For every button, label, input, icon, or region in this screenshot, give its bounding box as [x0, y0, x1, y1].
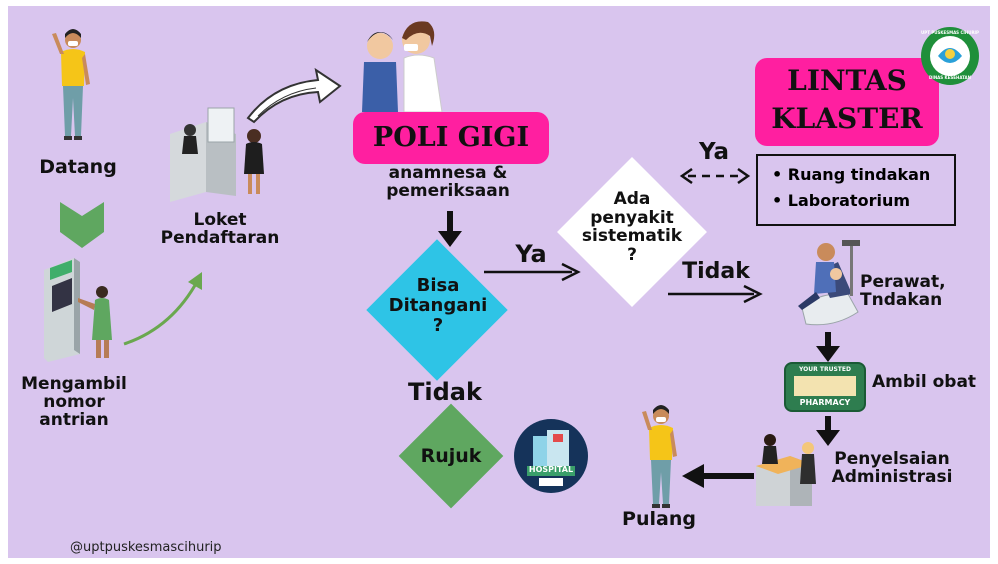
penyelesaian-label: Penyelsaian Administrasi	[831, 449, 953, 487]
flowchart-canvas: Datang Mengambil nomor antrian Loket Pen…	[8, 6, 990, 558]
social-handle: @uptpuskesmascihurip	[70, 540, 222, 555]
queue-machine-illustration	[44, 258, 112, 362]
datang-label: Datang	[39, 156, 117, 178]
dental-chair-illustration	[798, 240, 860, 326]
hospital-sign: HOSPITAL	[528, 465, 574, 474]
pharmacy-tagline: YOUR TRUSTED	[799, 366, 851, 373]
arrow-to-loket	[123, 272, 202, 346]
ya-label-1: Ya	[515, 240, 547, 268]
arrow-ada-to-perawat	[668, 284, 763, 304]
arrow-to-poli	[246, 67, 342, 124]
logo-ring-bottom: DINAS KESEHATAN	[929, 75, 971, 80]
lintas-klaster-list: • Ruang tindakan • Laboratorium	[756, 154, 956, 226]
lintas-item-ruang: Ruang tindakan	[787, 165, 931, 184]
tidak-label-ada: Tidak	[682, 259, 750, 284]
poli-gigi-box: POLI GIGI	[353, 112, 549, 164]
puskesmas-logo	[921, 27, 979, 85]
admin-desk-illustration	[756, 434, 816, 506]
pharmacy-title: PHARMACY	[799, 398, 851, 407]
registration-desk-illustration	[170, 107, 264, 202]
bisa-ditangani-text: Bisa Ditangani ?	[388, 275, 488, 336]
pharmacy-shelf	[794, 376, 856, 396]
mengambil-antrian-label: Mengambil nomor antrian	[21, 374, 127, 430]
ada-penyakit-text: Ada penyakit sistematik ?	[581, 189, 683, 266]
arrow-obat-to-admin	[816, 416, 840, 446]
arrow-admin-to-pulang	[682, 464, 754, 488]
rujuk-text: Rujuk	[420, 445, 482, 467]
list-item: • Laboratorium	[772, 191, 910, 210]
pharmacy-badge: YOUR TRUSTED PHARMACY	[784, 362, 866, 412]
tidak-label-bisa: Tidak	[408, 378, 482, 406]
woman-leaving-illustration	[642, 405, 677, 508]
arrow-perawat-to-obat	[816, 332, 840, 362]
ambil-obat-label: Ambil obat	[872, 372, 977, 392]
list-item: • Ruang tindakan	[772, 165, 931, 184]
ya-label-2: Ya	[698, 139, 730, 165]
arrow-poli-to-bisa	[438, 211, 462, 247]
chevron-down-icon	[60, 202, 104, 248]
logo-ring-top: UPT PUSKESMAS CIHURIP	[921, 30, 979, 35]
woman-arriving-illustration	[52, 29, 90, 140]
lintas-item-lab: Laboratorium	[787, 191, 910, 210]
loket-label: Loket Pendaftaran	[160, 210, 280, 248]
hospital-icon	[514, 419, 588, 493]
perawat-label: Perawat, Tndakan	[860, 272, 946, 310]
dentist-illustration	[362, 21, 443, 113]
lintas-klaster-box: LINTAS KLASTER	[755, 58, 939, 146]
pulang-label: Pulang	[622, 508, 696, 530]
arrow-bisa-to-ada	[484, 262, 581, 282]
arrow-ada-to-lintas	[679, 167, 751, 185]
poli-gigi-subtitle: anamnesa & pemeriksaan	[386, 163, 510, 201]
